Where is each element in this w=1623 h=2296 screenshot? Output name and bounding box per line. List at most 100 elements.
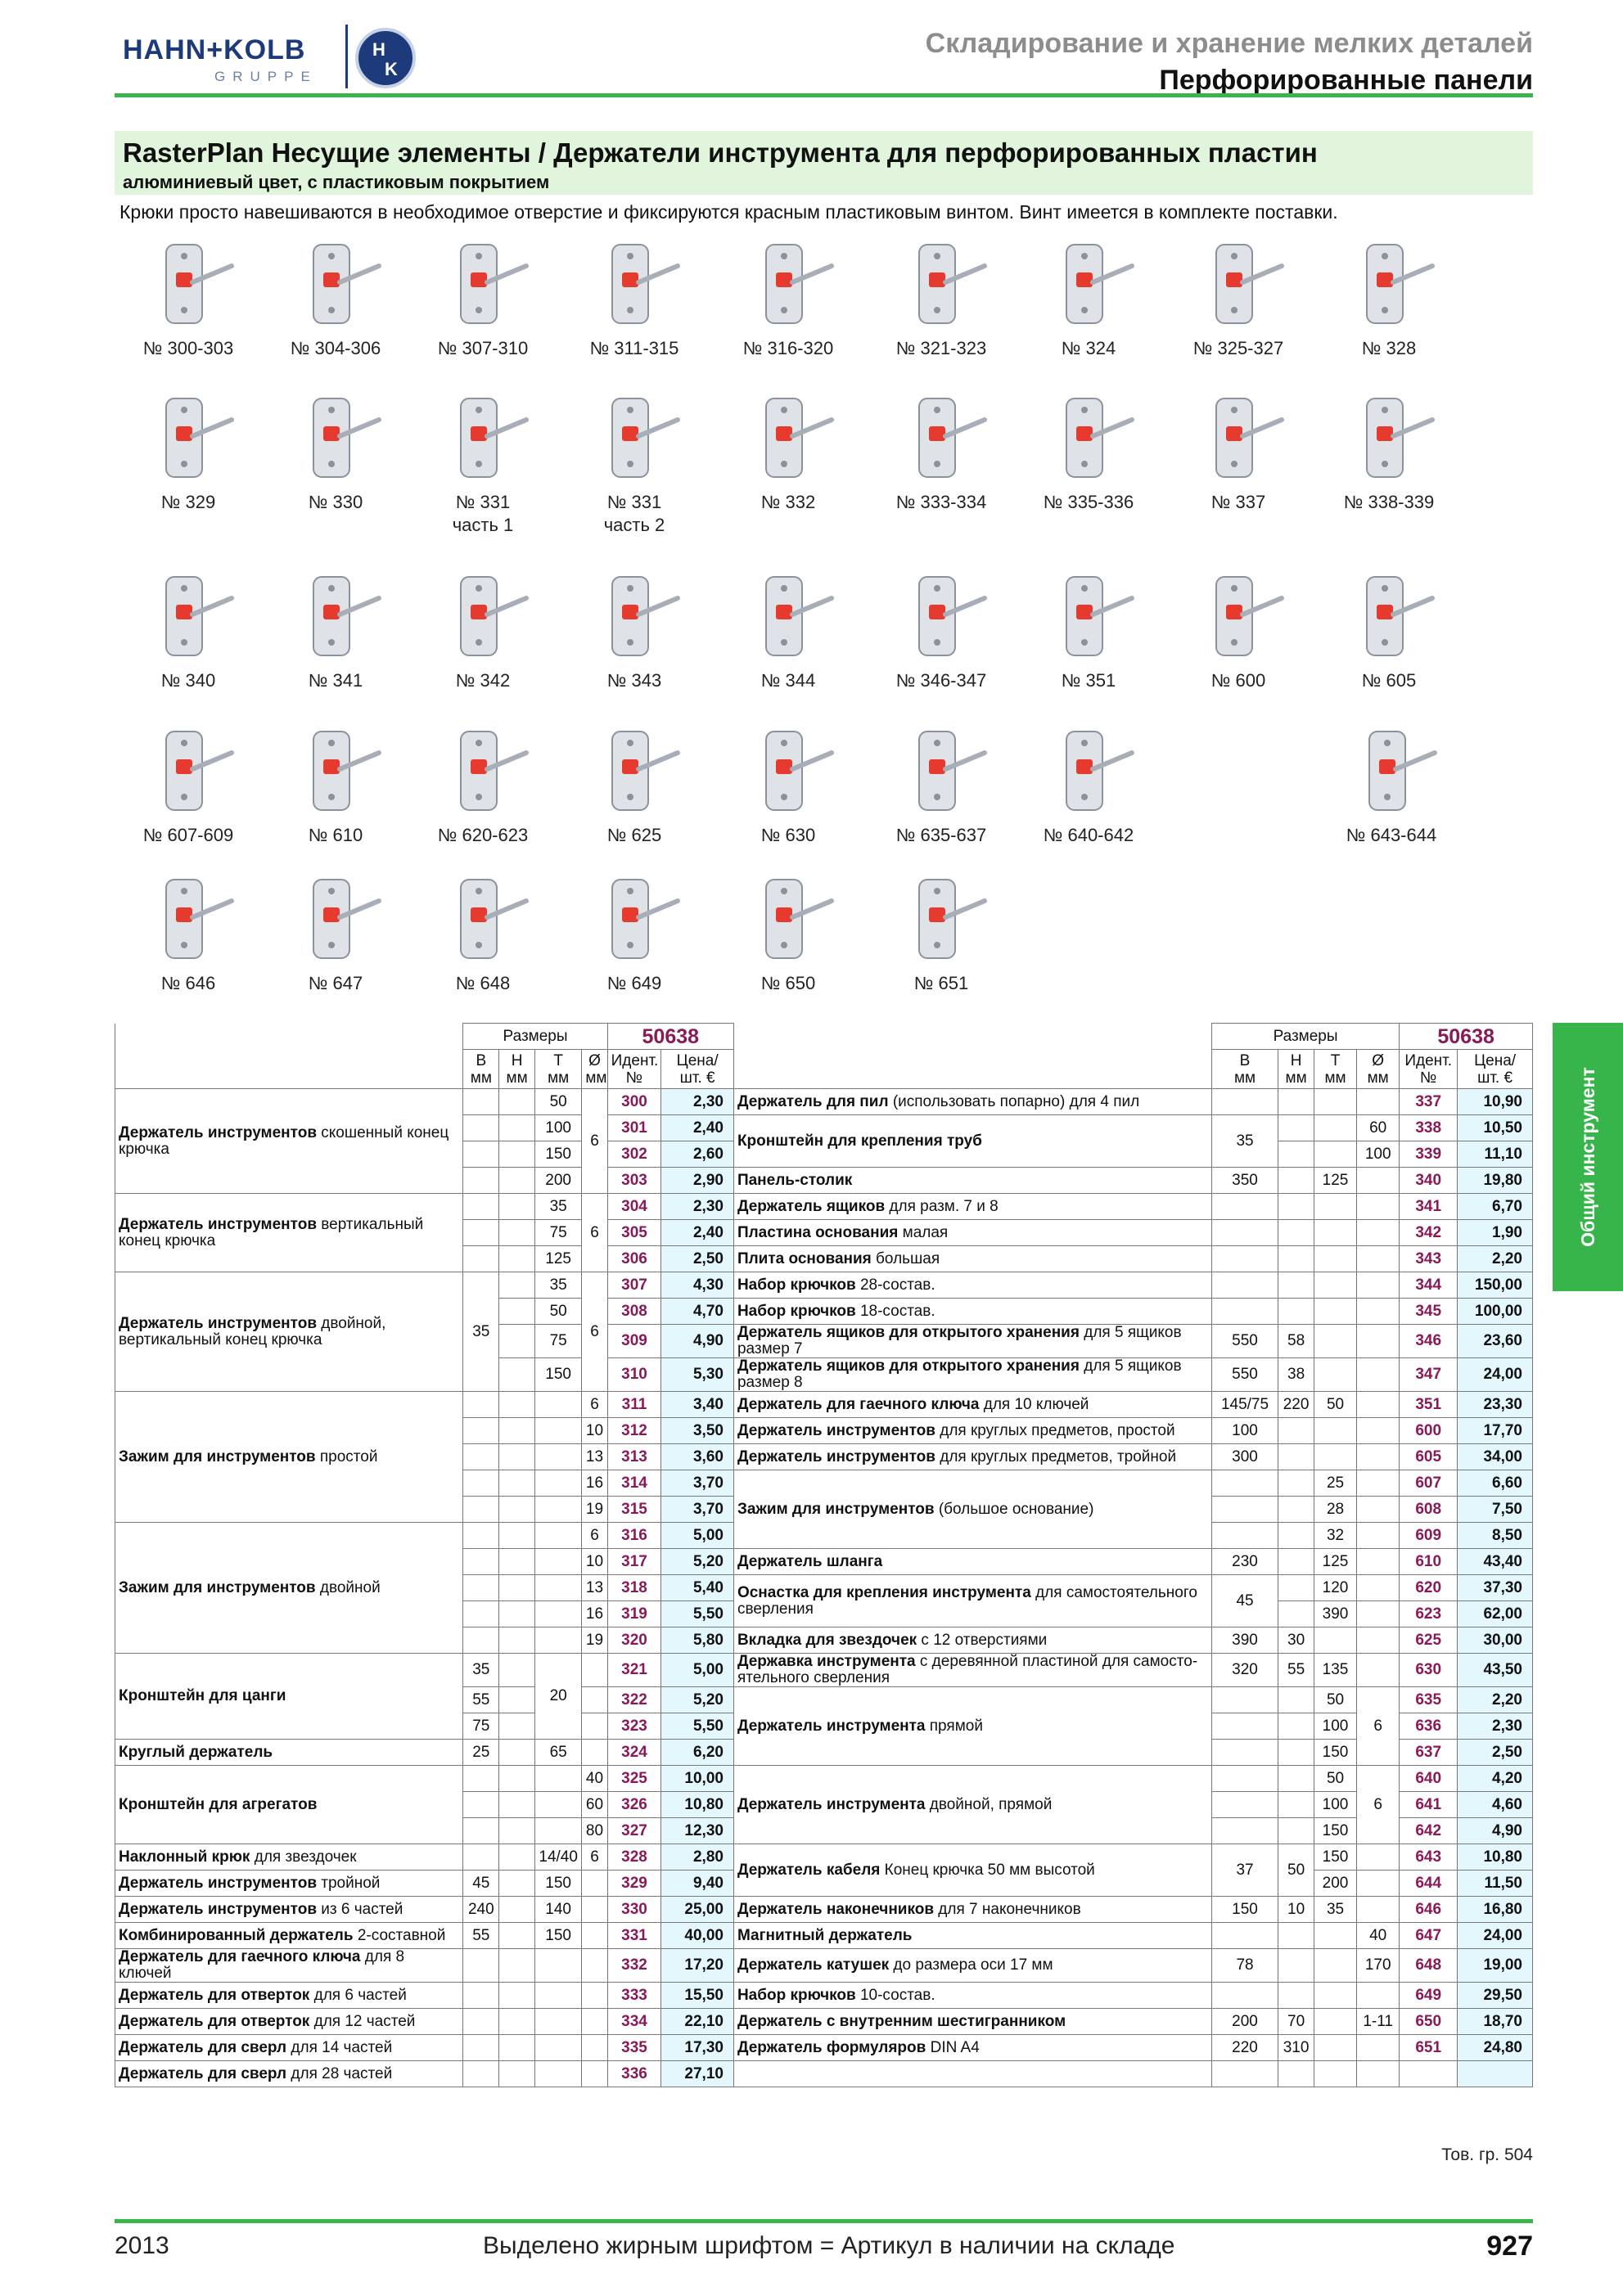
item-description: Держатель инструментов вертикальный коне…	[114, 1193, 464, 1272]
product-tile[interactable]: № 307-310	[409, 233, 557, 359]
product-tile[interactable]: № 324	[1015, 233, 1162, 359]
article-id: 317	[606, 1548, 662, 1575]
product-tile[interactable]: № 329	[115, 387, 262, 513]
product-tile[interactable]: № 607-609	[115, 720, 262, 846]
item-description: Кронштейн для агрегатов	[114, 1765, 464, 1844]
open-storage-icon	[918, 576, 987, 656]
product-tile[interactable]: № 340	[115, 565, 262, 691]
product-tile[interactable]: № 635-637	[868, 720, 1015, 846]
article-id: 324	[606, 1739, 662, 1766]
product-tile[interactable]: № 328	[1315, 233, 1463, 359]
dim-b	[462, 1627, 500, 1654]
product-tile[interactable]: № 647	[262, 868, 409, 994]
dim-h	[498, 1391, 535, 1418]
dim-h	[1278, 1686, 1314, 1713]
price: 23,60	[1457, 1324, 1533, 1358]
dim-t	[1313, 1193, 1358, 1220]
dim-b: 300	[1210, 1443, 1279, 1470]
dim-b	[462, 1791, 500, 1818]
product-tile[interactable]: № 300-303	[115, 233, 262, 359]
price: 22,10	[660, 2008, 734, 2035]
dim-b	[462, 1470, 500, 1497]
price: 2,20	[1457, 1686, 1533, 1713]
product-tile[interactable]: № 330	[262, 387, 409, 513]
product-tile[interactable]: № 304-306	[262, 233, 409, 359]
dim-d	[1356, 1272, 1400, 1299]
table-row: Держатель инструментов вертикальный коне…	[114, 1193, 1533, 1272]
inclined-hook-icon	[1366, 244, 1435, 324]
dim-d	[581, 1713, 608, 1740]
item-description: Держатель шланга	[733, 1548, 1212, 1575]
product-tile[interactable]: № 344	[715, 565, 862, 691]
product-label: № 344	[760, 670, 816, 691]
product-tile[interactable]: № 605	[1315, 565, 1463, 691]
product-tile[interactable]: № 341	[262, 565, 409, 691]
emblem-letter-k: K	[385, 59, 398, 79]
dim-t: 125	[1313, 1167, 1358, 1194]
product-tile[interactable]: № 335-336	[1015, 387, 1162, 513]
dim-h	[1278, 1141, 1314, 1168]
item-description: Пластина основания малая	[733, 1219, 1212, 1246]
dim-t	[534, 1765, 583, 1792]
price: 23,30	[1457, 1391, 1533, 1418]
side-tab-label: Общий инструмент	[1576, 1067, 1598, 1247]
product-tile[interactable]: № 648	[409, 868, 557, 994]
spanner-holder-icon	[1066, 576, 1134, 656]
product-tile[interactable]: № 625	[561, 720, 708, 846]
price: 2,40	[660, 1219, 734, 1246]
dim-d: 40	[1356, 1922, 1400, 1949]
article-id: 308	[606, 1298, 662, 1325]
section-side-tab[interactable]: Общий инструмент	[1553, 1023, 1623, 1291]
price: 2,20	[1457, 1245, 1533, 1272]
dim-b	[1210, 1817, 1279, 1844]
product-tile[interactable]: № 342	[409, 565, 557, 691]
product-tile[interactable]: № 630	[715, 720, 862, 846]
item-detail: для 5 ящиков размер 8	[737, 1357, 1182, 1391]
product-tile[interactable]: № 651	[868, 868, 1015, 994]
product-tile[interactable]: № 337	[1165, 387, 1312, 513]
product-tile[interactable]: № 650	[715, 868, 862, 994]
product-tile[interactable]: № 620-623	[409, 720, 557, 846]
item-name: Зажим для инструментов	[737, 1500, 935, 1518]
product-tile[interactable]: № 351	[1015, 565, 1162, 691]
price: 43,50	[1457, 1653, 1533, 1687]
item-name: Держатель ящиков для открытого хранения	[737, 1357, 1080, 1375]
dim-t: 150	[534, 1922, 583, 1949]
product-tile[interactable]: № 610	[262, 720, 409, 846]
product-tile[interactable]: № 649	[561, 868, 708, 994]
product-tile[interactable]: № 316-320	[715, 233, 862, 359]
item-description: Держатель инструмента прямой	[733, 1686, 1212, 1766]
dim-h	[498, 2034, 535, 2061]
product-tile[interactable]: № 325-327	[1165, 233, 1312, 359]
item-name: Держатель инструментов	[119, 1123, 317, 1141]
dim-b: 35	[462, 1653, 500, 1687]
product-tile[interactable]: № 346-347	[868, 565, 1015, 691]
product-tile[interactable]: № 321-323	[868, 233, 1015, 359]
dim-b	[462, 1522, 500, 1549]
dim-d	[1356, 1653, 1400, 1687]
item-name: Держатель для пил	[737, 1092, 889, 1110]
clamp-simple-icon	[611, 244, 680, 324]
product-tile[interactable]: № 343	[561, 565, 708, 691]
product-tile[interactable]: № 646	[115, 868, 262, 994]
dim-h	[1278, 1922, 1314, 1949]
dim-b: 230	[1210, 1548, 1279, 1575]
product-tile[interactable]: № 338-339	[1315, 387, 1463, 513]
price: 3,50	[660, 1417, 734, 1444]
product-tile[interactable]: № 333-334	[868, 387, 1015, 513]
dim-t: 150	[1313, 1817, 1358, 1844]
dim-t	[1313, 2034, 1358, 2061]
col-b-header: В мм	[1210, 1049, 1279, 1089]
item-detail: тройной	[317, 1874, 381, 1892]
product-tile[interactable]: № 600	[1165, 565, 1312, 691]
dim-t: 140	[534, 1896, 583, 1923]
product-tile[interactable]: № 643-644	[1301, 720, 1481, 846]
product-tile[interactable]: № 311-315	[561, 233, 708, 359]
product-tile[interactable]: № 332	[715, 387, 862, 513]
item-name: Держатель наконечников	[737, 1900, 935, 1918]
product-tile[interactable]: № 640-642	[1015, 720, 1162, 846]
